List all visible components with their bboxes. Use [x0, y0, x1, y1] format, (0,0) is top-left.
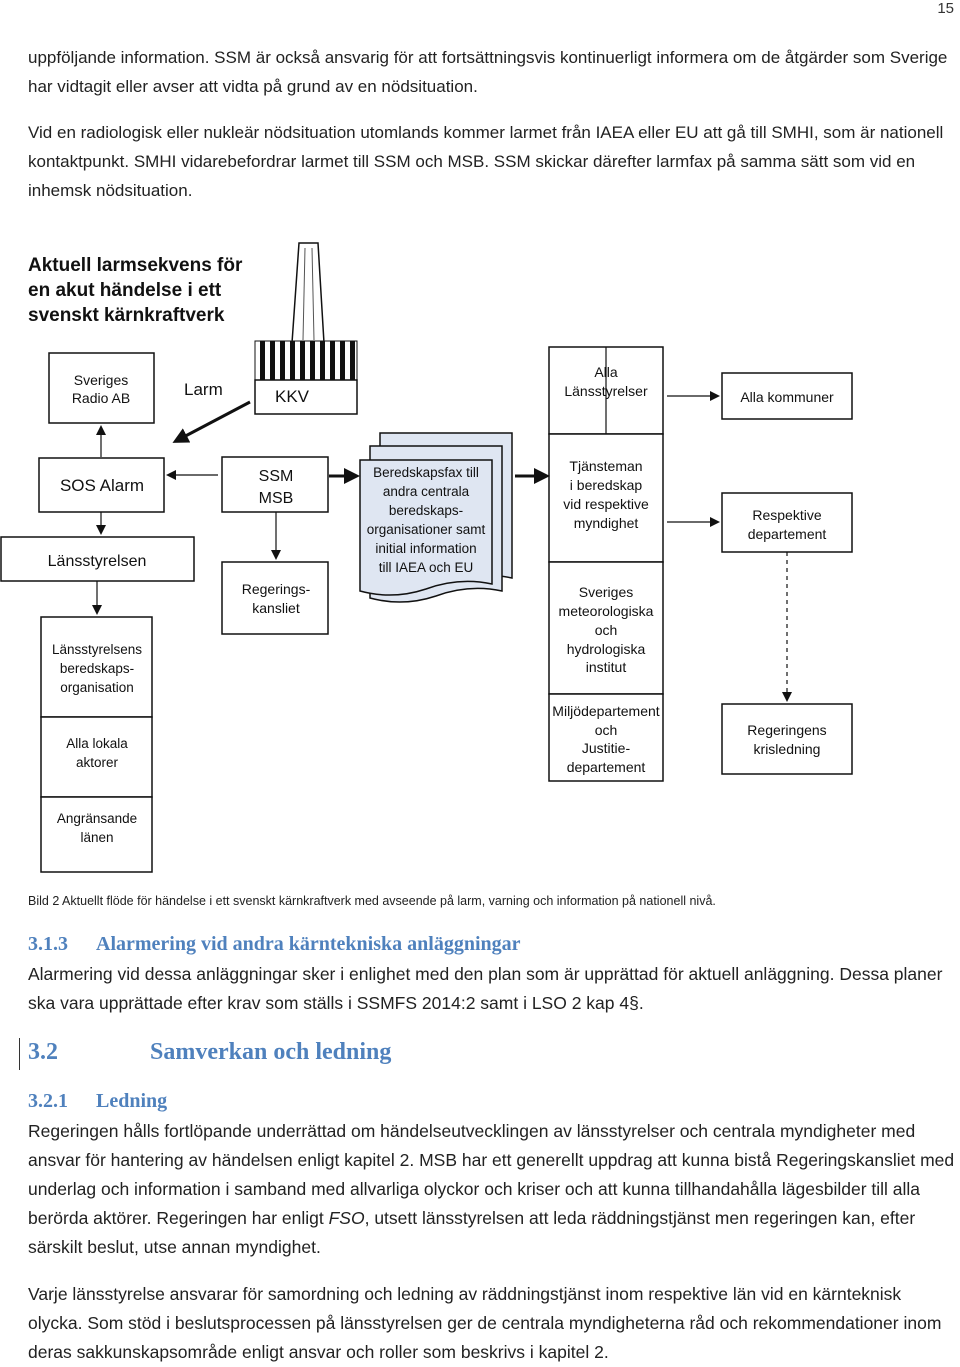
kkv-label: KKV	[275, 387, 310, 406]
kris-line-2: krisledning	[754, 741, 821, 757]
tjansteman-line-1: Tjänsteman	[569, 458, 642, 474]
sveriges-radio-line-2: Radio AB	[72, 390, 130, 406]
resp-dep-line-2: departement	[748, 526, 827, 542]
smhi-line-1: Sveriges	[579, 584, 633, 600]
box-departement	[548, 693, 664, 782]
sveriges-radio-line-1: Sveriges	[74, 372, 128, 388]
change-bar	[19, 1038, 20, 1070]
box-angransande-lanen	[40, 796, 153, 873]
departement-line-3: Justitie-	[582, 740, 631, 756]
angransande-line-1: Angränsande	[57, 811, 137, 826]
intro-paragraph-2: Vid en radiologisk eller nukleär nödsitu…	[28, 123, 944, 200]
fso-term: FSO	[328, 1208, 365, 1228]
fax-line-3: beredskaps-	[389, 503, 463, 518]
lst-beredskap-line-3: organisation	[60, 680, 134, 695]
resp-dep-line-1: Respektive	[752, 507, 821, 523]
fax-line-2: andra centrala	[383, 484, 470, 499]
smhi-line-4: hydrologiska	[567, 641, 646, 657]
fax-line-6: till IAEA och EU	[379, 560, 474, 575]
box-ssm-msb	[221, 456, 329, 513]
heading-title: Ledning	[96, 1090, 168, 1112]
diagram-title: Aktuell larmsekvens för en akut händelse…	[28, 255, 243, 326]
box-lst-beredskap	[40, 616, 153, 718]
fax-line-1: Beredskapsfax till	[373, 465, 479, 480]
larm-label: Larm	[184, 380, 223, 399]
paragraph-3-1-3: Alarmering vid dessa anläggningar sker i…	[28, 964, 943, 1013]
diagram-title-line-1: Aktuell larmsekvens för	[28, 255, 243, 276]
kris-line-1: Regeringens	[747, 722, 826, 738]
heading-3-2-1: 3.2.1 Ledning	[28, 1090, 167, 1113]
box-smhi	[548, 561, 664, 695]
box-alla-kommuner	[721, 372, 853, 420]
alla-kommuner-label: Alla kommuner	[740, 389, 834, 405]
box-regeringens-krisledning	[721, 703, 853, 775]
box-lansstyrelsen	[0, 536, 195, 582]
lokala-line-2: aktorer	[76, 755, 119, 770]
diagram-title-line-2: en akut händelse i ett	[28, 280, 222, 301]
smhi-line-3: och	[595, 622, 618, 638]
text-run: , utsett länsstyrelsen att leda räddning…	[28, 1208, 916, 1257]
alarm-sequence-diagram: Aktuell larmsekvens för en akut händelse…	[0, 242, 853, 873]
figure-caption: Bild 2 Aktuellt flöde för händelse i ett…	[28, 894, 716, 908]
intro-paragraph-1: uppföljande information. SSM är också an…	[28, 48, 948, 96]
diagram-title-line-3: svenskt kärnkraftverk	[28, 305, 225, 326]
departement-line-1: Miljödepartement	[552, 703, 659, 719]
page-number: 15	[937, 0, 954, 17]
regeringskansliet-line-2: kansliet	[252, 600, 300, 616]
box-respektive-departement	[721, 492, 853, 553]
heading-title: Samverkan och ledning	[150, 1039, 392, 1065]
msb-label: MSB	[259, 490, 294, 507]
ssm-label: SSM	[259, 468, 294, 485]
tjansteman-line-4: myndighet	[574, 515, 639, 531]
sos-alarm-label: SOS Alarm	[60, 476, 144, 495]
heading-3-2: 3.2 Samverkan och ledning	[28, 1039, 391, 1066]
smhi-line-2: meteorologiska	[559, 603, 654, 619]
lst-beredskap-line-2: beredskaps-	[60, 661, 134, 676]
fax-line-5: initial information	[375, 541, 476, 556]
box-regeringskansliet	[221, 561, 329, 635]
heading-title: Alarmering vid andra kärntekniska anlägg…	[96, 933, 521, 955]
lokala-line-1: Alla lokala	[66, 736, 128, 751]
text-run: Regeringen hålls fortlöpande underrättad…	[28, 1121, 955, 1228]
tjansteman-line-3: vid respektive	[563, 496, 649, 512]
heading-number: 3.2	[28, 1039, 58, 1065]
departement-line-2: och	[595, 722, 618, 738]
box-sveriges-radio	[48, 352, 155, 424]
fax-line-4: organisationer samt	[367, 522, 486, 537]
departement-line-4: departement	[567, 759, 646, 775]
paragraph-3-2-1-b: Varje länsstyrelse ansvarar för samordni…	[28, 1284, 942, 1362]
heading-number: 3.2.1	[28, 1090, 68, 1112]
box-tjansteman	[548, 433, 664, 563]
box-sos-alarm	[38, 457, 165, 513]
nuclear-plant-icon: KKV	[254, 242, 358, 415]
fax-document-stack: Beredskapsfax till andra centrala bereds…	[359, 432, 513, 603]
smhi-line-5: institut	[586, 659, 627, 675]
heading-3-1-3: 3.1.3 Alarmering vid andra kärntekniska a…	[28, 933, 521, 956]
lansstyrelsen-label: Länsstyrelsen	[48, 553, 147, 570]
lst-beredskap-line-1: Länsstyrelsens	[52, 642, 142, 657]
regeringskansliet-line-1: Regerings-	[242, 581, 311, 597]
heading-number: 3.1.3	[28, 933, 68, 955]
tjansteman-line-2: i beredskap	[570, 477, 643, 493]
angransande-line-2: länen	[80, 830, 113, 845]
paragraph-3-2-1-a: Regeringen hålls fortlöpande underrättad…	[28, 1117, 958, 1262]
box-lokala-aktorer	[40, 716, 153, 798]
